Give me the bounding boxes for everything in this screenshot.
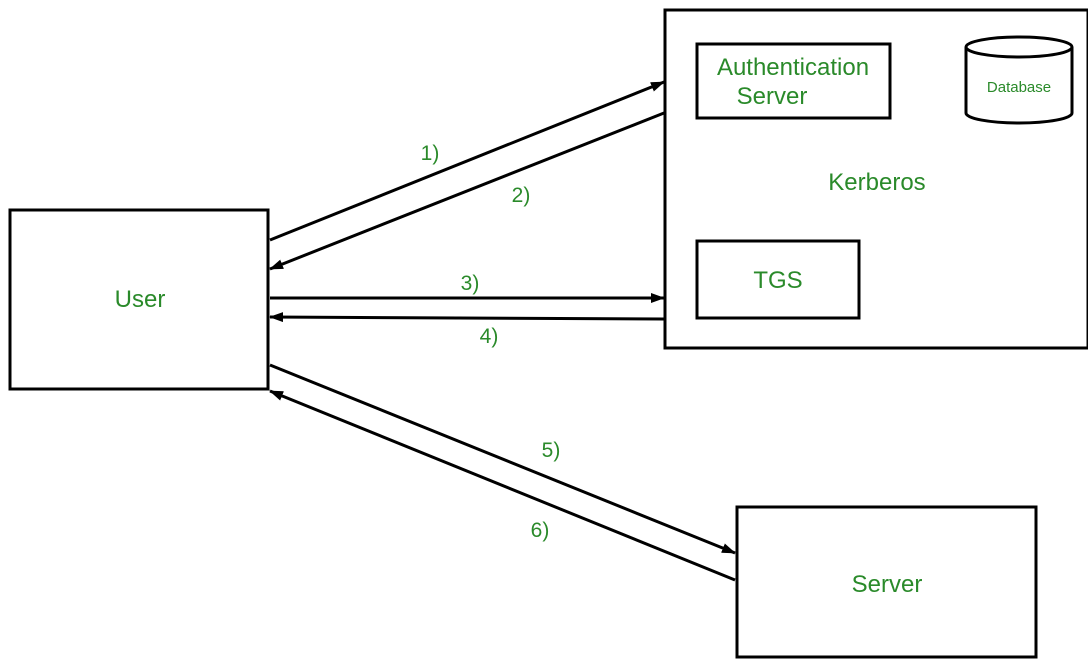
tgs-box: TGS — [695, 239, 861, 320]
authentication-server-label-line1: Authentication — [717, 54, 869, 81]
edge-5-arrow — [269, 363, 736, 555]
tgs-label: TGS — [753, 267, 802, 294]
edge-6-label: 6) — [531, 519, 550, 542]
edge-6-arrow — [269, 389, 736, 582]
user-box: User — [8, 208, 270, 391]
database-label: Database — [987, 79, 1051, 96]
authentication-server-box: Authentication Server — [695, 42, 892, 120]
edge-3-label: 3) — [461, 272, 480, 295]
edge-4-label: 4) — [480, 325, 499, 348]
edge-4-arrow — [269, 312, 665, 323]
server-box: Server — [735, 505, 1038, 659]
edge-2-arrow — [269, 111, 665, 271]
edge-1-arrow — [269, 80, 665, 242]
kerberos-label: Kerberos — [828, 169, 925, 196]
edge-1-label: 1) — [421, 142, 440, 165]
edge-5-label: 5) — [542, 439, 561, 462]
user-label: User — [115, 286, 166, 313]
database-icon: Database — [964, 35, 1074, 125]
edge-2-label: 2) — [512, 184, 531, 207]
server-label: Server — [852, 571, 923, 598]
authentication-server-label-line2: Server — [737, 83, 808, 110]
